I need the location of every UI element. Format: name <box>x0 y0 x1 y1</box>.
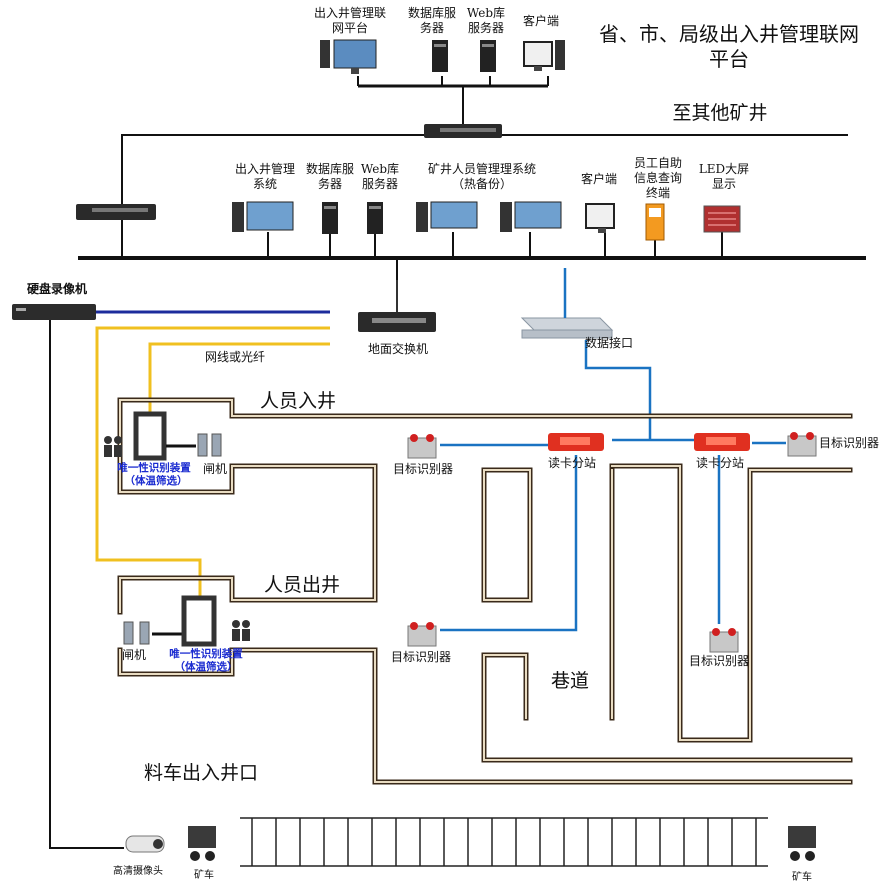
data-interface-icon <box>520 317 614 339</box>
entry-people-icon <box>104 436 122 457</box>
personnel-system-label: 矿井人员管理理系统（热备份） <box>427 162 536 191</box>
exit-label: 人员出井 <box>263 574 340 596</box>
personnel-pc-1-icon <box>416 201 478 232</box>
mine-cart-right-icon <box>788 826 816 861</box>
kiosk-icon <box>645 203 665 241</box>
entry-gate-icon <box>197 433 222 457</box>
top-client-label: 客户端 <box>522 14 559 28</box>
target-identifier-3-label: 目标识别器 <box>390 650 451 664</box>
ground-switch-icon <box>358 280 436 332</box>
exit-gate-icon <box>123 621 150 645</box>
target-identifier-1-label: 目标识别器 <box>392 462 453 476</box>
other-mines-label: 至其他矿井 <box>672 102 768 124</box>
entry-id-device-icon <box>133 411 167 461</box>
mine-client-label: 客户端 <box>580 172 617 186</box>
target-identifier-4-icon <box>709 628 739 653</box>
led-screen-icon <box>703 205 741 233</box>
led-label: LED大屏显示 <box>698 162 750 191</box>
mine-switch-icon <box>76 204 156 258</box>
mine-client-pc-icon <box>585 203 615 233</box>
top-web-server-label: Web库服务器 <box>466 6 506 35</box>
entry-id-device-label: 唯一性识别装置 <box>117 462 191 474</box>
mine-cart-right-label: 矿车 <box>792 872 812 883</box>
tunnel-walls <box>117 397 853 785</box>
target-identifier-4-label: 目标识别器 <box>688 654 749 668</box>
target-identifier-2-label: 目标识别器 <box>818 436 879 450</box>
card-station-2-icon <box>694 433 750 451</box>
card-station-2-label: 读卡分站 <box>695 456 744 470</box>
mine-web-server-icon <box>367 202 383 234</box>
top-client-pc-icon <box>523 40 565 71</box>
access-system-label: 出入井管理系统 <box>234 162 295 191</box>
camera-link <box>49 320 124 849</box>
exit-id-device-label: 唯一性识别装置 <box>169 648 243 660</box>
diagram-title: 省、市、局级出入井管理联网平台 <box>599 22 859 71</box>
exit-gate-label: 闸机 <box>121 648 146 662</box>
exit-people-icon <box>232 620 250 641</box>
core-switch-icon <box>424 124 502 138</box>
mine-cart-left-label: 矿车 <box>194 870 214 881</box>
self-service-label: 员工自助信息查询终端 <box>633 156 682 200</box>
card-station-1-label: 读卡分站 <box>547 456 596 470</box>
top-db-server-icon <box>432 40 448 72</box>
top-web-server-icon <box>480 40 496 72</box>
mine-web-server-label: Web库服务器 <box>360 162 400 191</box>
hd-camera-icon <box>125 835 165 853</box>
top-backbone <box>357 76 549 124</box>
blue-links <box>440 268 786 632</box>
hd-camera-label: 高清摄像头 <box>113 866 163 877</box>
target-identifier-1-icon <box>407 434 437 459</box>
nvr-label: 硬盘录像机 <box>26 282 87 296</box>
entry-label: 人员入井 <box>259 390 336 412</box>
mine-db-server-icon <box>322 202 338 234</box>
target-identifier-2-icon <box>787 432 817 457</box>
personnel-pc-2-icon <box>500 201 562 232</box>
mine-cart-left-icon <box>188 826 216 861</box>
top-db-server-label: 数据库服务器 <box>408 6 457 35</box>
top-platform-label: 出入井管理联网平台 <box>313 6 386 35</box>
cable-label: 网线或光纤 <box>204 350 265 364</box>
ground-switch-label: 地面交换机 <box>367 342 428 356</box>
roadway-label: 巷道 <box>550 670 589 692</box>
rail-track <box>240 817 768 867</box>
top-platform-pc-icon <box>320 39 377 74</box>
yellow-cables <box>95 326 330 596</box>
target-identifier-3-icon <box>407 622 437 647</box>
cart-entrance-label: 料车出入井口 <box>143 762 258 784</box>
mine-db-server-label: 数据库服务器 <box>306 162 355 191</box>
entry-gate-label: 闸机 <box>202 462 227 476</box>
data-interface-label: 数据接口 <box>584 336 633 350</box>
mine-drops <box>267 232 723 312</box>
card-station-1-icon <box>548 433 604 451</box>
exit-id-device-icon <box>181 595 217 647</box>
exit-temp-screen-label: （体温筛选） <box>174 661 238 673</box>
other-mines-line <box>121 134 848 214</box>
access-system-pc-icon <box>232 201 294 232</box>
entry-temp-screen-label: （体温筛选） <box>124 475 188 487</box>
nvr-icon <box>12 304 96 320</box>
